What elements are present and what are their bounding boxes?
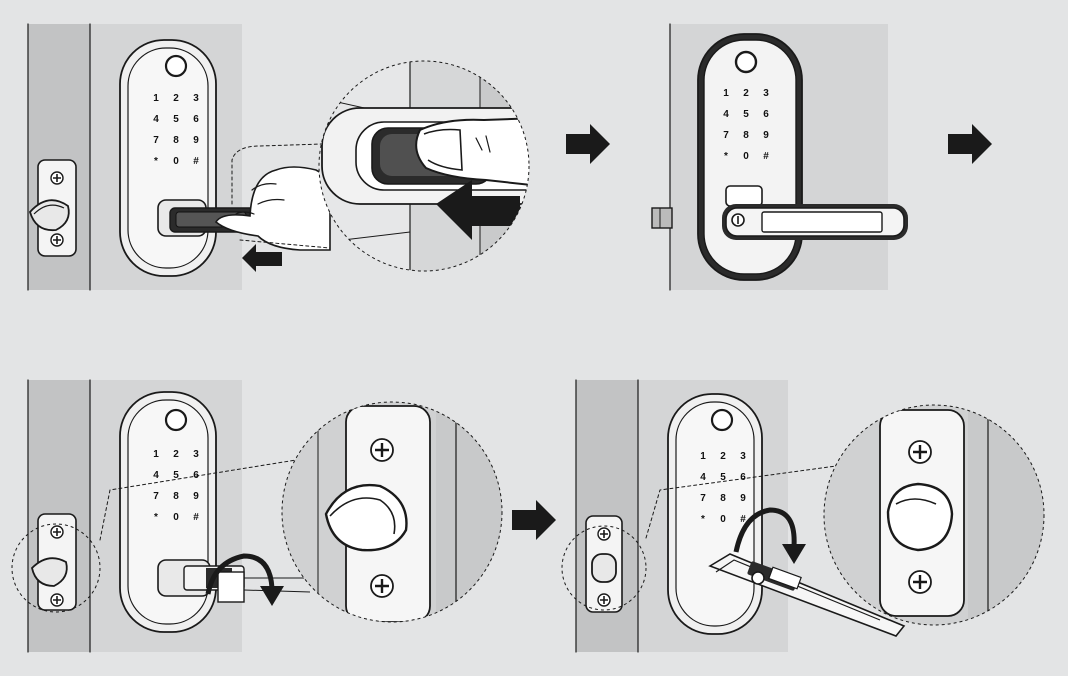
keypad-key: * [701,514,705,525]
screw-icon [370,438,394,462]
screw-icon [597,593,611,607]
step-2-panel: 1 2 3 4 5 6 7 8 9 * 0 # [651,23,908,291]
keypad-key: 4 [723,109,729,120]
keypad-key: 4 [153,470,159,481]
fingerprint-sensor-icon [164,54,188,78]
keypad-key: 5 [743,109,749,120]
lever-handle [157,559,311,603]
keypad: 1 2 3 4 5 6 7 8 9 * 0 # [700,451,746,525]
keypad-key: 6 [193,470,199,481]
smart-lock-body: 1 2 3 4 5 6 7 8 9 * 0 # [667,393,763,635]
keypad-key: 9 [193,135,199,146]
keypad-key: 8 [743,130,749,141]
keypad: 1 2 3 4 5 6 7 8 9 * 0 # [153,93,199,167]
keypad: 1 2 3 4 5 6 7 8 9 * 0 # [723,88,769,162]
keypad-key: 5 [173,470,179,481]
keypad-key: * [154,512,158,523]
push-arrow-icon [242,244,282,272]
thumb-turn-icon [591,553,617,583]
strike-plate [585,515,623,613]
strike-plate [28,159,77,257]
keypad-key: 8 [173,135,179,146]
keypad-key: 3 [193,93,199,104]
screw-icon [50,171,64,185]
keypad-key: 5 [720,472,726,483]
rotate-arrow-icon [733,507,806,564]
keypad-key: 6 [193,114,199,125]
keypad-key: # [740,514,746,525]
lever-handle [708,553,906,637]
keypad-key: 1 [723,88,729,99]
keypad-key: 0 [173,156,179,167]
step-4-panel: 1 2 3 4 5 6 7 8 9 * 0 # [561,379,1045,653]
keypad-key: 9 [763,130,769,141]
thumb-turn-icon [28,199,70,232]
keypad-key: # [193,512,199,523]
keypad-key: 7 [153,491,159,502]
key-cylinder-icon [751,571,765,585]
screw-icon [908,440,932,464]
thumb-turn-icon [886,482,954,552]
keypad-key: 2 [720,451,726,462]
screw-icon [50,233,64,247]
zoom-callout-thumb-turn [281,401,503,623]
rotate-arrow-icon [205,553,284,606]
lever-handle [722,185,908,240]
keypad-key: 0 [173,512,179,523]
keypad-key: 3 [740,451,746,462]
keypad-key: 2 [173,449,179,460]
keypad-key: 1 [153,449,159,460]
step-1-panel: 1 2 3 4 5 6 7 8 9 * 0 # [27,23,530,291]
screw-icon [50,593,64,607]
keypad-key: 9 [193,491,199,502]
right-arrow-icon [512,500,556,540]
zoom-callout-thumb-turn-locked [823,404,1045,626]
keypad-key: 6 [740,472,746,483]
keypad-key: 0 [743,151,749,162]
keypad-key: 4 [700,472,706,483]
strike-plate [31,513,77,611]
keypad-key: # [193,156,199,167]
keypad-key: 0 [720,514,726,525]
right-arrow-icon [566,124,610,164]
right-arrow-icon [948,124,992,164]
screw-icon [370,574,394,598]
fingerprint-sensor-icon [164,408,188,432]
keypad-key: 1 [153,93,159,104]
hand-icon [214,166,331,251]
keypad-key: 4 [153,114,159,125]
screw-icon [50,525,64,539]
keypad-key: 7 [723,130,729,141]
keypad-key: 1 [700,451,706,462]
key-cylinder-icon [731,213,745,227]
fingerprint-sensor-icon [710,408,734,432]
keypad-key: 7 [700,493,706,504]
smart-lock-body: 1 2 3 4 5 6 7 8 9 * 0 # [119,39,217,277]
keypad-key: # [763,151,769,162]
keypad-key: * [154,156,158,167]
keypad-key: 8 [720,493,726,504]
keypad-key: 3 [193,449,199,460]
screw-icon [908,570,932,594]
screw-icon [597,527,611,541]
keypad-key: 2 [743,88,749,99]
keypad-key: 9 [740,493,746,504]
smart-lock-body: 1 2 3 4 5 6 7 8 9 * 0 # [697,33,803,281]
zoom-callout-press-button [318,60,530,272]
thumb-turn-icon [31,557,68,587]
keypad-key: * [724,151,728,162]
keypad-key: 2 [173,93,179,104]
keypad-key: 6 [763,109,769,120]
thumb-turn-icon [324,483,408,552]
keypad: 1 2 3 4 5 6 7 8 9 * 0 # [153,449,199,523]
keypad-key: 3 [763,88,769,99]
keypad-key: 7 [153,135,159,146]
keypad-key: 5 [173,114,179,125]
step-3-panel: 1 2 3 4 5 6 7 8 9 * 0 # [11,379,503,653]
fingerprint-sensor-icon [734,50,758,74]
keypad-key: 8 [173,491,179,502]
